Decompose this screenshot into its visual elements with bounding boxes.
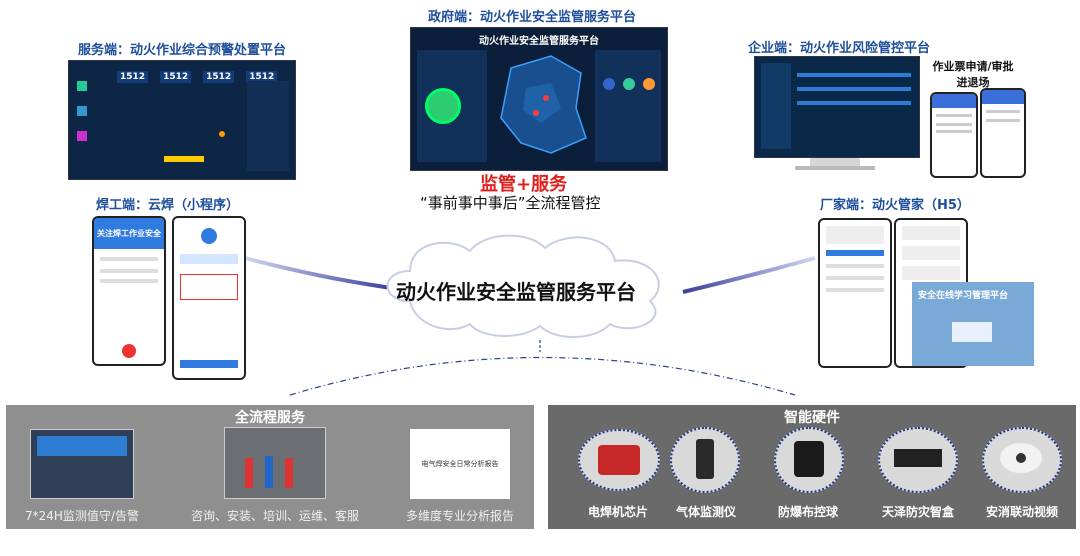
dashed-arc [289, 356, 796, 396]
count-3: 1512 [203, 71, 235, 83]
full-process-title: 全流程服务 [235, 410, 305, 426]
smart-hardware-title: 智能硬件 [784, 410, 840, 426]
caption-disaster-box: 天泽防灾智盒 [881, 505, 954, 519]
manufacturer-title: 厂家端：动火管家（H5） [820, 198, 970, 213]
disaster-box-device [878, 427, 958, 493]
caption-consulting: 咨询、安装、培训、运维、客服 [190, 509, 359, 523]
caption-gas-detector: 气体监测仪 [675, 505, 736, 519]
explosion-proof-camera-device [774, 427, 844, 493]
monitor-stand [810, 158, 860, 168]
caption-camera: 防爆布控球 [777, 505, 838, 519]
enterprise-phone-2 [980, 88, 1026, 178]
welder-phone-1: 关注焊工作业安全 [92, 216, 166, 366]
training-photo [224, 427, 326, 499]
caption-report: 多维度专业分析报告 [405, 509, 514, 523]
cloud-label: 动火作业安全监管服务平台 [396, 280, 636, 304]
caption-linkage-video: 安消联动视频 [985, 505, 1058, 519]
full-process-panel: 全流程服务 电气焊安全日常分析报告 7*24H监测值守/告警 咨询、安装、培训、… [6, 405, 534, 529]
enterprise-phone-1 [930, 92, 978, 178]
count-4: 1512 [246, 71, 278, 83]
welder-title: 焊工端：云焊（小程序） [96, 198, 240, 213]
welder-chip-device [578, 429, 660, 491]
monitor-base [795, 166, 875, 170]
count-2: 1512 [160, 71, 192, 83]
learning-platform-banner: 安全在线学习管理平台 [918, 291, 1009, 301]
supervision-service-label: 监管+服务 [480, 174, 568, 195]
manufacturer-phone-1 [818, 218, 892, 368]
gov-title: 政府端：动火作业安全监管服务平台 [428, 10, 637, 25]
cloud-shape [386, 234, 660, 338]
welder-banner: 关注焊工作业安全 [94, 218, 164, 249]
enterprise-title: 企业端：动火作业风险管控平台 [748, 41, 931, 56]
smart-hardware-panel: 智能硬件 电焊机芯片 气体监测仪 防爆布控球 天泽防灾智盒 安消联动视频 [548, 405, 1076, 529]
gas-detector-device [670, 427, 740, 493]
report-text: 电气焊安全日常分析报告 [421, 460, 499, 468]
service-title: 服务端：动火作业综合预警处置平台 [78, 43, 287, 58]
caption-monitoring: 7*24H监测值守/告警 [25, 509, 139, 523]
enterprise-note: 作业票申请/审批 进退场 [932, 60, 1014, 89]
caption-welder-chip: 电焊机芯片 [587, 505, 648, 519]
enterprise-monitor [754, 56, 920, 158]
learning-platform-card: 安全在线学习管理平台 [912, 282, 1034, 366]
link-right [682, 256, 816, 294]
link-left [244, 256, 393, 290]
gov-screen-title: 动火作业安全监管服务平台 [479, 36, 599, 47]
monitoring-room-photo [30, 429, 134, 499]
welder-phone-2 [172, 216, 246, 380]
service-screen: 1512 1512 1512 1512 [68, 60, 296, 180]
gov-screen: 动火作业安全监管服务平台 [410, 27, 668, 171]
linkage-video-device [982, 427, 1062, 493]
analysis-report-doc: 电气焊安全日常分析报告 [410, 429, 510, 499]
full-process-label: “事前事中事后”全流程管控 [420, 194, 601, 212]
count-1: 1512 [117, 71, 149, 83]
